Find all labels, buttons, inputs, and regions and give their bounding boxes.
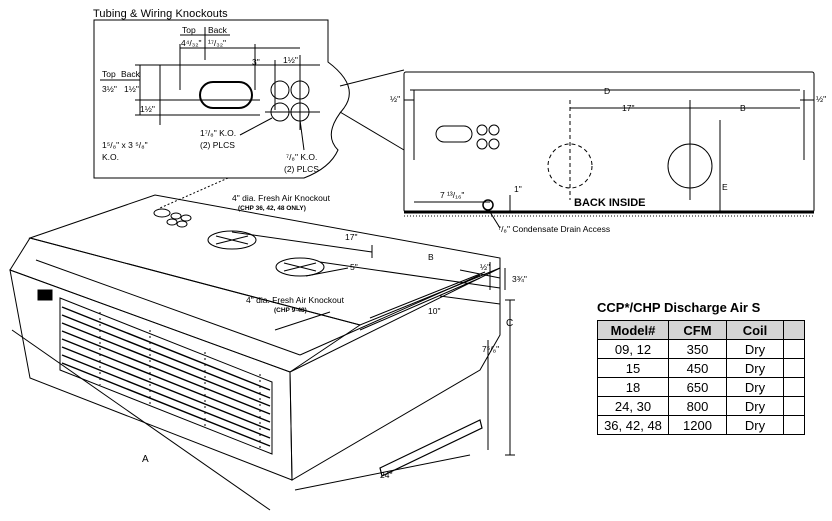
ko-side-lower-dim: 1½" <box>140 104 155 114</box>
back-right-edge: ½" <box>816 94 826 104</box>
table-row: 24, 30 800 Dry <box>597 396 805 416</box>
fresh-air-label-upper: 4" dia. Fresh Air Knockout <box>232 193 331 203</box>
header-coil: Coil <box>726 320 784 340</box>
ko-small-label: ⁷/₈" K.O. <box>286 152 317 162</box>
cell-cfm: 350 <box>668 339 727 359</box>
cell-cut <box>783 396 805 416</box>
unit-dim-10: 10" <box>428 306 440 316</box>
ko-side-back-dim: 1½" <box>124 84 139 94</box>
unit-dim-b: B <box>428 252 434 262</box>
cell-model: 09, 12 <box>597 339 669 359</box>
back-dim-d: D <box>604 86 610 96</box>
discharge-air-table: Model# CFM Coil 09, 12 350 Dry 15 450 Dr… <box>597 320 805 435</box>
cell-coil: Dry <box>726 415 784 435</box>
table-row: 09, 12 350 Dry <box>597 339 805 359</box>
fresh-air-knockout-lower <box>275 257 325 277</box>
cell-cut <box>783 358 805 378</box>
cell-cfm: 450 <box>668 358 727 378</box>
logo-badge <box>37 289 53 301</box>
fresh-air-label-lower: 4" dia. Fresh Air Knockout <box>246 295 345 305</box>
unit-dim-a: A <box>142 454 149 465</box>
unit-dim-3-75: 3¾" <box>512 274 527 284</box>
drain-access <box>482 199 494 211</box>
ko-back-label: Back <box>208 25 228 35</box>
ko-large-label: 1⁷/₈" K.O. <box>200 128 236 138</box>
header-cut <box>783 320 805 340</box>
cell-coil: Dry <box>726 339 784 359</box>
cell-coil: Dry <box>726 358 784 378</box>
fresh-air-note-upper: (CHP 36, 42, 48 ONLY) <box>238 205 306 212</box>
back-drain-height: 1" <box>514 184 522 194</box>
ko-top-dim: 4⁴/₃₂" <box>181 38 202 48</box>
fresh-air-note-lower: (CHP 9-48) <box>274 307 307 314</box>
knockout-circle <box>290 80 310 100</box>
back-dim-b: B <box>740 103 746 113</box>
ko-side-top: Top <box>102 69 116 79</box>
header-model: Model# <box>597 320 669 340</box>
knockout-circle <box>270 80 290 100</box>
ko-slot-ko: K.O. <box>102 152 119 162</box>
cell-cfm: 800 <box>668 396 727 416</box>
header-cfm: CFM <box>668 320 727 340</box>
ko-side-top-dim: 3½" <box>102 84 117 94</box>
table-row: 18 650 Dry <box>597 377 805 397</box>
table-header-row: Model# CFM Coil <box>597 320 805 340</box>
ko-spacing-1-5: 1½" <box>283 55 298 65</box>
cell-cfm: 650 <box>668 377 727 397</box>
unit-dim-7-5: 7⁵/₈" <box>482 344 499 354</box>
knockout-slot <box>199 81 253 109</box>
cell-model: 15 <box>597 358 669 378</box>
back-opening <box>667 143 713 189</box>
table-title: CCP*/CHP Discharge Air S <box>597 300 761 315</box>
table-region: CCP*/CHP Discharge Air S Model# CFM Coil… <box>597 296 832 516</box>
cell-cut <box>783 377 805 397</box>
unit-dim-c: C <box>506 318 513 329</box>
back-inside-label: BACK INSIDE <box>574 197 646 209</box>
back-dim-e: E <box>722 182 728 192</box>
ko-top-label: Top <box>182 25 196 35</box>
knockout-detail-outline <box>93 19 350 179</box>
ko-small-qty: (2) PLCS <box>284 164 319 174</box>
unit-side <box>289 267 501 481</box>
cell-model: 18 <box>597 377 669 397</box>
back-left-edge: ½" <box>390 94 400 104</box>
fresh-air-knockout-upper <box>207 230 257 250</box>
unit-dim-17: 17" <box>345 232 357 242</box>
cell-cut <box>783 415 805 435</box>
knockout-caption: Tubing & Wiring Knockouts <box>93 8 228 20</box>
back-knockout <box>476 138 488 150</box>
grille <box>59 297 273 455</box>
side-vent <box>379 419 483 477</box>
unit-dim-5: 5" <box>350 262 358 272</box>
unit-dim-24: 24" <box>380 470 392 480</box>
back-knockout <box>476 124 488 136</box>
back-dim-17: 17" <box>622 103 634 113</box>
unit-dim-half: ½" <box>480 262 490 272</box>
cell-model: 36, 42, 48 <box>597 415 669 435</box>
back-opening-dashed <box>547 143 593 189</box>
cell-coil: Dry <box>726 396 784 416</box>
table-row: 36, 42, 48 1200 Dry <box>597 415 805 435</box>
back-drain-note: ⁷/₈" Condensate Drain Access <box>498 224 610 234</box>
ko-spacing-3: 3" <box>252 57 260 67</box>
cell-coil: Dry <box>726 377 784 397</box>
ko-back-dim: ¹⁷/₃₂" <box>208 38 226 48</box>
back-bottom-offset: 7 ¹³/₁₆" <box>440 190 464 200</box>
cell-cut <box>783 339 805 359</box>
cell-model: 24, 30 <box>597 396 669 416</box>
ko-slot-size: 1⁵/₈" x 3 ⁵/₈" <box>102 140 148 150</box>
ko-large-qty: (2) PLCS <box>200 140 235 150</box>
ko-side-back: Back <box>121 69 141 79</box>
table-row: 15 450 Dry <box>597 358 805 378</box>
cell-cfm: 1200 <box>668 415 727 435</box>
back-knockout <box>488 124 500 136</box>
back-slot <box>435 125 473 143</box>
back-knockout <box>488 138 500 150</box>
